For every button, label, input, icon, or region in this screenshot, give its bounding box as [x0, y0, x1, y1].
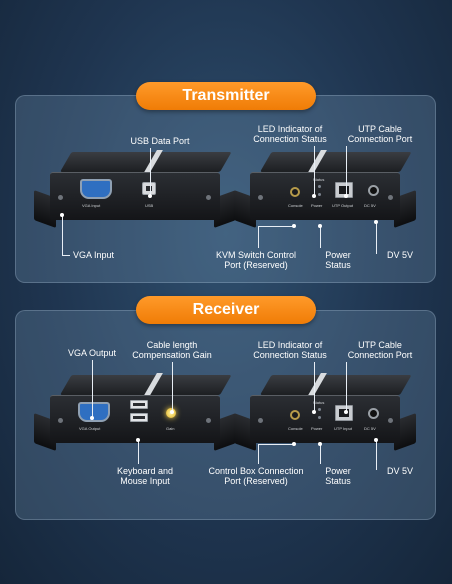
status-led [318, 185, 321, 188]
vga-input-port [80, 179, 112, 199]
port-text-console: Console [288, 203, 303, 208]
port-text-utp: UTP Output [332, 203, 354, 208]
receiver-front-device: VGA Output Gain [34, 373, 236, 452]
port-text-console: Console [288, 426, 303, 431]
status-led [318, 408, 321, 411]
console-jack [290, 410, 300, 420]
transmitter-front-device: VGA Input USB [34, 150, 236, 229]
label-vga-input: VGA Input [73, 250, 115, 260]
transmitter-rear-device: Status Console Power UTP Output DC 5V [234, 150, 416, 229]
usb-a-port-top [130, 400, 148, 409]
label-vga-output: VGA Output [68, 348, 117, 358]
port-text-vga: VGA Input [82, 203, 101, 208]
utp-port [335, 182, 353, 198]
port-text-vga: VGA Output [79, 426, 101, 431]
label-power-status: Power Status [325, 466, 351, 486]
label-keyboard-mouse: Keyboard and Mouse Input [116, 466, 174, 486]
label-power-status: Power Status [325, 250, 351, 270]
port-text-utp: UTP Input [334, 426, 352, 431]
port-text-power: Power [311, 426, 323, 431]
label-dv5v: DV 5V [386, 250, 413, 260]
port-text-usb: USB [145, 203, 154, 208]
label-kvm-switch-port: KVM Switch Control Port (Reserved) [215, 250, 297, 270]
port-text-dc: DC 5V [364, 203, 376, 208]
label-control-box-port: Control Box Connection Port (Reserved) [208, 466, 304, 486]
label-utp-cable-port: UTP Cable Connection Port [347, 340, 413, 360]
label-led-indicator: LED Indicator of Connection Status [253, 124, 327, 144]
dc-port [368, 408, 379, 419]
label-utp-cable-port: UTP Cable Connection Port [347, 124, 413, 144]
power-led [318, 416, 321, 419]
port-text-gain: Gain [166, 426, 175, 431]
label-led-indicator: LED Indicator of Connection Status [253, 340, 327, 360]
port-text-dc: DC 5V [364, 426, 376, 431]
port-text-status: Status [313, 400, 325, 405]
transmitter-title: Transmitter [136, 82, 316, 110]
port-text-status: Status [313, 177, 325, 182]
console-jack [290, 187, 300, 197]
power-led [318, 193, 321, 196]
vga-output-port [78, 402, 110, 422]
receiver-title: Receiver [136, 296, 316, 324]
label-dv5v: DV 5V [386, 466, 413, 476]
label-cable-compensation: Cable length Compensation Gain [132, 340, 212, 360]
label-usb-data-port: USB Data Port [130, 136, 190, 146]
usb-a-port-bottom [130, 413, 148, 422]
dc-port [368, 185, 379, 196]
port-text-power: Power [311, 203, 323, 208]
